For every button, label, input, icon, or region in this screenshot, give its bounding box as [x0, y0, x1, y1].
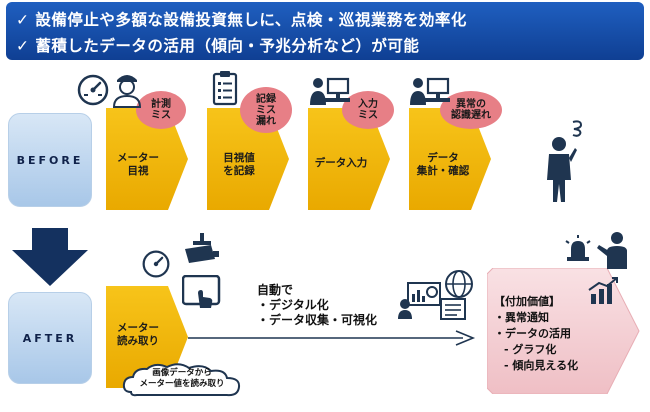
arrow-text-line-3: ・データ収集・可視化	[257, 313, 378, 327]
gauge-icon	[142, 250, 170, 278]
before-step-3-label: データ入力	[306, 157, 376, 170]
added-value-title: 【付加価値】	[494, 295, 560, 308]
clipboard-icon	[212, 71, 238, 106]
issue-2-line-1: 記録	[256, 93, 276, 105]
issue-1-line-2: ミス	[151, 110, 171, 121]
person-pointing-icon	[597, 232, 627, 269]
after-step-label: メーター 読み取り	[106, 322, 170, 348]
cloud-line-1: 画像データから	[152, 368, 212, 378]
step-1-line-2: 目視	[127, 165, 149, 177]
after-label: AFTER	[22, 331, 78, 345]
step-2-line-1: 目視値	[223, 152, 255, 164]
issue-oval-3: 入力ミス	[342, 91, 394, 129]
after-step-line-1: メーター	[117, 322, 159, 334]
arrow-text: 自動で ・デジタル化 ・データ収集・可視化	[257, 283, 377, 328]
arrow-text-line-1: 自動で	[257, 283, 294, 297]
before-step-2-label: 目視値 を記録	[207, 152, 271, 178]
before-step-4-chevron	[409, 108, 491, 210]
issue-1-line-1: 計測	[151, 99, 171, 110]
computer-user-icon	[410, 77, 450, 105]
added-value-item-2: ・データの活用	[494, 327, 571, 340]
gauge-icon	[77, 74, 109, 106]
issue-4-line-2: 認識遅れ	[451, 110, 491, 121]
step-3-line-1: データ入力	[314, 157, 368, 169]
banner-line-2: ✓ 蓄積したデータの活用（傾向・予兆分析など）が可能	[16, 37, 420, 55]
camera-icon	[185, 233, 219, 263]
header-banner: ✓ 設備停止や多額な設備投資無しに、点検・巡視業務を効率化 ✓ 蓄積したデータの…	[6, 2, 644, 60]
before-step-1-chevron	[106, 108, 188, 210]
after-step-chevron	[106, 286, 188, 388]
step-4-line-2: 集計・確認	[416, 165, 470, 177]
confused-person-icon	[547, 120, 583, 202]
added-value-item-1: ・異常通知	[494, 311, 549, 324]
after-step-line-2: 読み取り	[117, 335, 159, 347]
after-phase-box: AFTER	[8, 292, 92, 384]
cloud-line-2: メーター値を読み取り	[139, 379, 225, 389]
alarm-light-icon	[565, 235, 591, 261]
before-step-2-chevron	[207, 108, 289, 210]
added-value-item-4: - 傾向見える化	[504, 359, 579, 372]
dashboard-user-icon	[398, 282, 441, 319]
step-4-line-1: データ	[427, 152, 459, 164]
step-1-line-1: メーター	[117, 152, 159, 164]
worker-icon	[112, 75, 142, 108]
long-right-arrow	[188, 330, 476, 346]
banner-line-1: ✓ 設備停止や多額な設備投資無しに、点検・巡視業務を効率化	[16, 11, 467, 29]
globe-chart-icon	[440, 270, 473, 320]
tablet-touch-icon	[182, 275, 221, 308]
issue-oval-4: 異常の認識遅れ	[440, 91, 502, 129]
before-phase-box: BEFORE	[8, 113, 92, 207]
issue-oval-2: 記録ミス漏れ	[240, 87, 292, 133]
issue-3-line-2: ミス	[358, 110, 378, 121]
before-step-1-label: メーター 目視	[106, 152, 170, 178]
before-label: BEFORE	[16, 153, 84, 167]
issue-oval-1: 計測ミス	[136, 91, 186, 129]
computer-user-icon	[310, 77, 350, 105]
step-2-line-2: を記録	[223, 165, 255, 177]
issue-2-line-3: 漏れ	[256, 115, 276, 127]
arrow-text-line-2: ・デジタル化	[257, 298, 329, 312]
issue-4-line-1: 異常の	[456, 99, 486, 110]
issue-3-line-1: 入力	[358, 99, 378, 110]
issue-2-line-2: ミス	[256, 104, 276, 116]
before-step-3-chevron	[308, 108, 390, 210]
cloud-shape	[122, 363, 241, 397]
added-value-item-3: - グラフ化	[504, 343, 557, 356]
before-step-4-label: データ 集計・確認	[408, 152, 478, 178]
added-value-text: 【付加価値】 ・異常通知 ・データの活用 - グラフ化 - 傾向見える化	[494, 294, 578, 374]
bar-chart-up-icon	[588, 277, 618, 304]
down-arrow-icon	[12, 228, 88, 286]
cloud-text: 画像データから メーター値を読み取り	[121, 368, 243, 390]
